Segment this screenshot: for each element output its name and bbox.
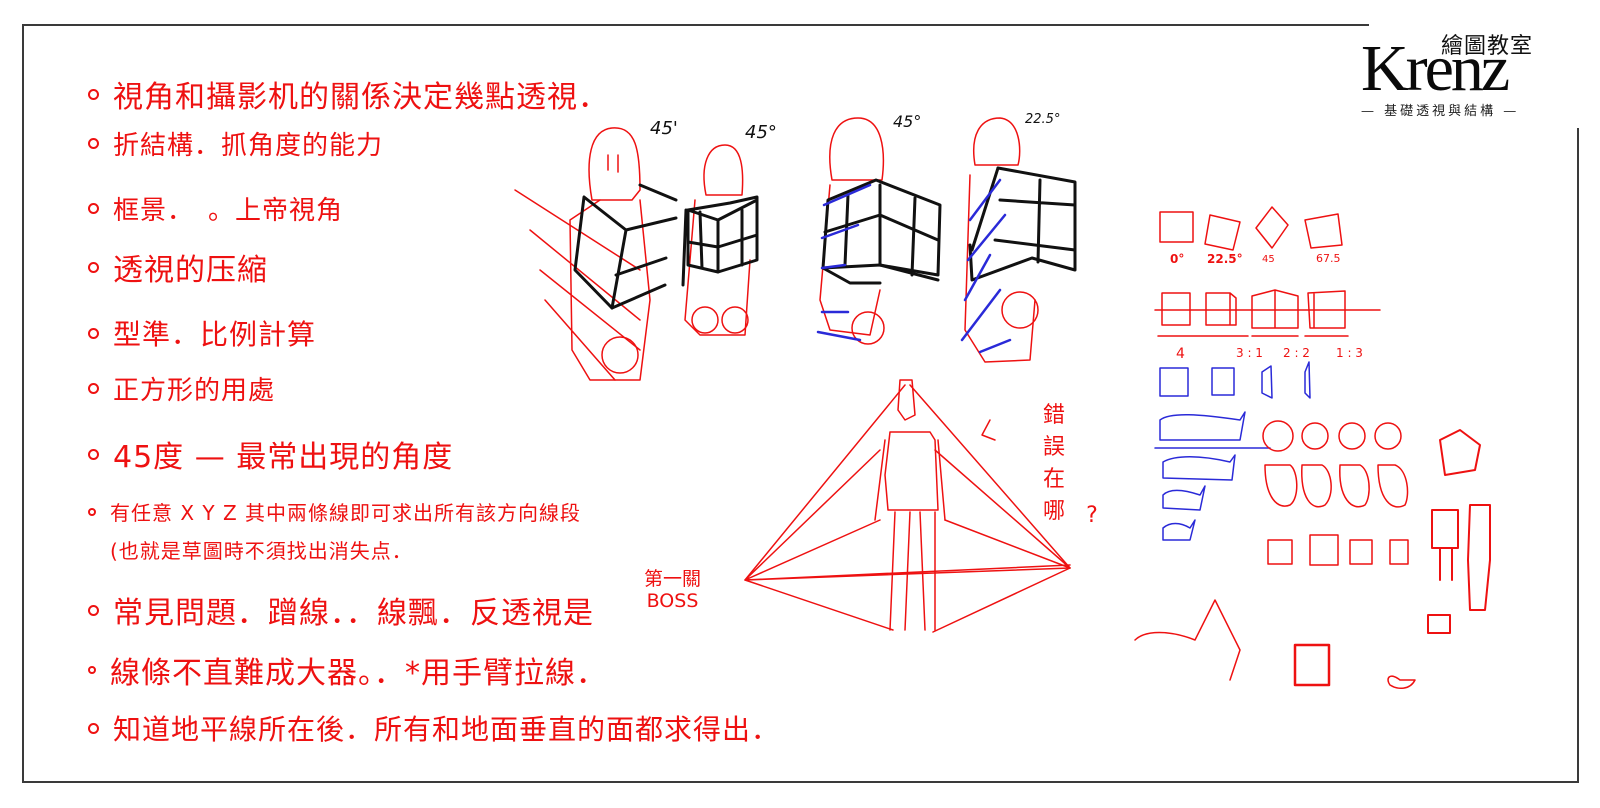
boss-label-line1: 第一關 xyxy=(644,568,702,590)
figure-4-sketch xyxy=(964,117,1039,363)
note-item: 框景． 。上帝視角 xyxy=(88,190,343,227)
robot-figure-sketches xyxy=(1427,429,1491,634)
figure-3-blue-guides xyxy=(816,183,872,342)
note-text: 45度 — 最常出現的角度 xyxy=(113,440,454,475)
figure-1-sketch xyxy=(514,127,651,381)
bullet-icon xyxy=(88,604,99,616)
bullet-icon xyxy=(88,722,99,734)
figure-angle-label: 45° xyxy=(893,112,922,131)
note-text: (也就是草圖時不須找出消失点． xyxy=(110,539,413,563)
note-text: 線條不直難成大器。．*用手臂拉線． xyxy=(110,656,607,691)
ratio-label: 1 : 3 xyxy=(1336,346,1363,360)
figure-4-blue-guides xyxy=(960,178,1012,354)
where-is-error-label: 錯 誤 在 哪 xyxy=(1040,400,1068,528)
note-text: 型準．比例計算 xyxy=(113,318,317,351)
rotation-label: 67.5 xyxy=(1316,252,1341,265)
char: 哪 xyxy=(1042,499,1065,524)
bullet-icon xyxy=(88,507,96,516)
note-item: 折結構．抓角度的能力 xyxy=(88,125,383,162)
note-text: 折結構．抓角度的能力 xyxy=(113,131,384,161)
note-item: 線條不直難成大器。．*用手臂拉線． xyxy=(88,648,607,692)
blue-perspective-squares xyxy=(1159,361,1311,399)
rotation-squares xyxy=(1159,206,1343,251)
note-item: 有任意 X Y Z 其中兩條線即可求出所有該方向線段 xyxy=(88,497,581,526)
ratio-label: 3 : 1 xyxy=(1236,346,1263,360)
question-mark: ? xyxy=(1086,503,1098,528)
note-item: 常見問題．蹭線．．線飄．反透視是 xyxy=(88,588,594,632)
ratio-label: 4 xyxy=(1176,346,1185,362)
note-text: 正方形的用處 xyxy=(113,376,276,406)
frame-right-border xyxy=(1577,128,1579,783)
note-text: 視角和攝影机的關係決定幾點透視． xyxy=(113,80,609,115)
figure-2-cube xyxy=(686,195,759,274)
head-construction-sketches xyxy=(1134,420,1416,690)
bullet-icon xyxy=(88,138,99,149)
note-item: 知道地平線所在後．所有和地面垂直的面都求得出． xyxy=(88,708,780,748)
frame-left-border xyxy=(22,24,24,783)
note-text: 透視的压縮 xyxy=(113,253,268,288)
note-text: 有任意 X Y Z 其中兩條線即可求出所有該方向線段 xyxy=(110,501,582,525)
bullet-icon xyxy=(88,261,99,273)
note-item: 型準．比例計算 xyxy=(88,313,316,353)
frame-bottom-border xyxy=(22,781,1579,783)
figure-4-cube xyxy=(968,166,1077,282)
boss-label: 第一關 BOSS xyxy=(644,568,701,612)
note-item: 正方形的用處 xyxy=(88,370,275,407)
char: 誤 xyxy=(1042,435,1065,460)
logo-subtitle: — 基礎透視與結構 — xyxy=(1361,104,1520,119)
note-text: 知道地平線所在後．所有和地面垂直的面都求得出． xyxy=(113,713,781,746)
note-item: 視角和攝影机的關係決定幾點透視． xyxy=(88,72,609,116)
logo-english-title: Krenz xyxy=(1361,32,1510,105)
note-item-continuation: (也就是草圖時不須找出消失点． xyxy=(110,535,413,564)
note-text: 常見問題．蹭線．．線飄．反透視是 xyxy=(113,596,594,631)
logo-chinese-title: 繪圖教室 xyxy=(1440,34,1533,59)
char: 在 xyxy=(1042,467,1065,492)
bullet-icon xyxy=(88,383,99,394)
blue-foreshortening-sketch xyxy=(1154,411,1271,541)
note-text: 框景． 。上帝視角 xyxy=(113,196,344,226)
standing-figure-sketch xyxy=(744,379,1071,633)
note-item: 透視的压縮 xyxy=(88,245,268,289)
figure-angle-label: 45° xyxy=(745,122,777,143)
ratio-boxes xyxy=(1154,289,1381,337)
ratio-label: 2 : 2 xyxy=(1283,346,1310,360)
krenz-logo: 繪圖教室 Krenz — 基礎透視與結構 — xyxy=(1355,28,1545,124)
figure-1-cube xyxy=(573,183,688,310)
char: 錯 xyxy=(1042,403,1065,428)
rotation-label: 22.5° xyxy=(1207,252,1243,266)
frame-top-border xyxy=(22,24,1369,26)
note-item: 45度 — 最常出現的角度 xyxy=(88,432,453,476)
boss-label-line2: BOSS xyxy=(646,590,699,612)
rotation-label: 45 xyxy=(1262,254,1275,265)
figure-angle-label: 22.5° xyxy=(1025,112,1061,127)
figure-angle-label: 45' xyxy=(650,118,678,139)
bullet-icon xyxy=(88,666,96,674)
rotation-label: 0° xyxy=(1170,252,1185,266)
figure-2-sketch xyxy=(684,144,751,336)
bullet-icon xyxy=(88,327,99,339)
bullet-icon xyxy=(88,448,99,460)
bullet-icon xyxy=(88,88,99,100)
bullet-icon xyxy=(88,203,99,214)
